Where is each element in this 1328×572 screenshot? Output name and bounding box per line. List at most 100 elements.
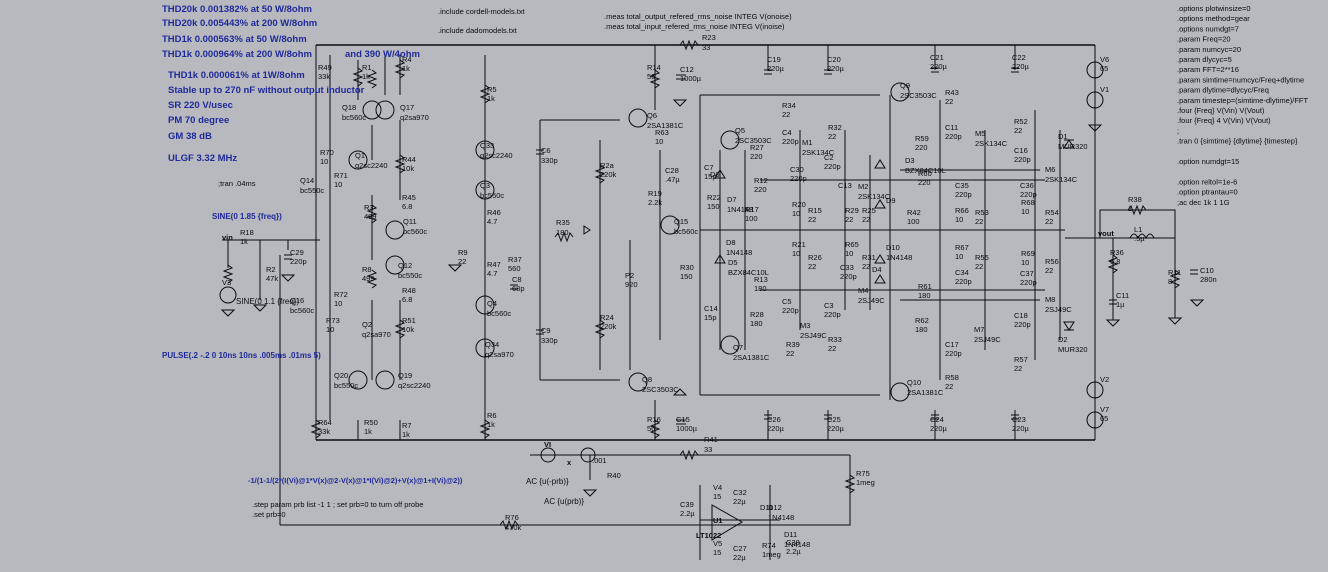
component-v2[interactable]: V2 <box>1100 375 1109 384</box>
component-c28[interactable]: C28.47µ <box>665 166 680 184</box>
component-d6[interactable]: D6 <box>710 170 720 179</box>
component-l1[interactable]: L1.5µ <box>1134 225 1145 243</box>
component-d4[interactable]: D4 <box>872 265 882 274</box>
component-c13[interactable]: C13 <box>838 181 852 190</box>
component-d9[interactable]: D9 <box>886 196 896 205</box>
component-d11[interactable]: D11 <box>760 503 773 512</box>
